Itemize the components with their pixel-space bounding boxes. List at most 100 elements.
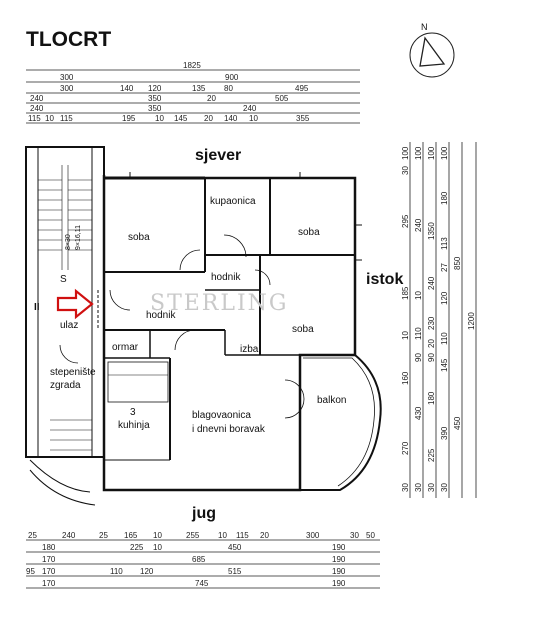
room-ulaz: ulaz: [60, 320, 78, 331]
dim-label: 80: [224, 84, 233, 93]
dim-label: 450: [228, 543, 242, 552]
dim-label: 120: [140, 567, 154, 576]
dim-label: 190: [332, 543, 346, 552]
dim-label: 95: [26, 567, 35, 576]
dim-label: 120: [148, 84, 162, 93]
dim-label: 140: [120, 84, 134, 93]
dim-label: 50: [366, 531, 375, 540]
room-hodnik-small: hodnik: [211, 272, 241, 283]
dim-label: 390: [440, 426, 449, 440]
room-kuhinja-number: 3: [130, 407, 136, 418]
room-soba-3: soba: [292, 324, 314, 335]
dim-label: 30: [440, 483, 449, 492]
dim-label: 10: [45, 114, 54, 123]
dim-label: 355: [296, 114, 310, 123]
dim-label: 255: [186, 531, 200, 540]
bottom-dimension-labels: 25 240 25 165 10 255 10 115 20 300 30 50…: [26, 531, 375, 588]
room-boravak-1: blagovaonica: [192, 410, 251, 421]
dim-label: 113: [440, 237, 449, 250]
dim-label: 10: [401, 331, 410, 340]
room-kuhinja: kuhinja: [118, 420, 150, 431]
dim-label: 1350: [427, 222, 436, 240]
dim-label: 30: [427, 483, 436, 492]
dim-label: 90: [427, 353, 436, 362]
dim-label: 505: [275, 94, 289, 103]
dim-label: 100: [427, 146, 436, 160]
dim-label: 10: [414, 291, 423, 300]
dim-label: 25: [28, 531, 37, 540]
dim-label: 240: [30, 94, 44, 103]
dim-label: 190: [332, 567, 346, 576]
dim-label: 110: [110, 567, 123, 576]
dim-label: 100: [414, 146, 423, 160]
room-soba-2: soba: [298, 227, 320, 238]
room-stepeniste: stepenište: [50, 367, 96, 378]
dim-label: 135: [192, 84, 206, 93]
dim-label: 350: [148, 94, 162, 103]
dim-label: 100: [440, 146, 449, 160]
dim-label: 20: [260, 531, 269, 540]
plan-title: TLOCRT: [26, 28, 111, 51]
direction-north: sjever: [195, 147, 241, 164]
dim-label: 10: [155, 114, 164, 123]
dim-label: 295: [401, 214, 410, 228]
dim-label: 30: [401, 483, 410, 492]
dim-label: 170: [42, 567, 56, 576]
dim-label: 25: [99, 531, 108, 540]
dim-label: 185: [401, 286, 410, 300]
dim-label: 20: [207, 94, 216, 103]
dim-label: 10: [153, 543, 162, 552]
right-dimensions: [409, 142, 477, 498]
dim-label: 240: [62, 531, 76, 540]
stair-dimension: 9×16,11: [75, 225, 82, 250]
staircase-block: [25, 146, 105, 506]
north-compass-icon: N: [409, 22, 455, 78]
dim-label: 195: [122, 114, 136, 123]
dim-label: 10: [153, 531, 162, 540]
dim-label: 30: [414, 483, 423, 492]
bottom-dimensions: [26, 539, 380, 589]
dim-label: 685: [192, 555, 206, 564]
dim-label: 170: [42, 555, 56, 564]
dim-label: 160: [401, 371, 410, 385]
dim-label: 300: [60, 73, 74, 82]
dim-label: 300: [306, 531, 320, 540]
dim-label: 180: [42, 543, 56, 552]
right-dimension-labels: 30 100 295 185 10 160 270 30 100 240 10 …: [401, 146, 476, 492]
direction-east: istok: [366, 271, 403, 288]
dim-label: 90: [414, 353, 423, 362]
apartment-walls: [59, 172, 362, 492]
room-kupaonica: kupaonica: [210, 196, 256, 207]
dim-label: 270: [401, 441, 410, 455]
room-soba-1: soba: [128, 232, 150, 243]
stair-direction-icon: II: [34, 302, 40, 313]
dim-label: 10: [249, 114, 258, 123]
room-labels: soba kupaonica soba hodnik soba hodnik o…: [50, 196, 346, 435]
dim-label: 30: [401, 166, 410, 175]
dim-label: 165: [124, 531, 138, 540]
dim-label: 145: [440, 358, 449, 372]
dim-label: 180: [427, 391, 436, 405]
dim-label: 300: [60, 84, 74, 93]
dim-label: 900: [225, 73, 239, 82]
stair-dimension: 8×30: [65, 234, 72, 250]
dim-label: 20: [204, 114, 213, 123]
compass-label: N: [421, 22, 428, 32]
room-balkon: balkon: [317, 395, 346, 406]
dim-label: 10: [218, 531, 227, 540]
dim-label: 180: [440, 191, 449, 205]
dim-label: 225: [427, 448, 436, 462]
dim-label: 115: [236, 531, 249, 540]
dim-label: 1825: [183, 61, 201, 70]
stair-s-label: S: [60, 274, 67, 285]
dim-label: 240: [30, 104, 44, 113]
dim-label: 140: [224, 114, 238, 123]
dim-label: 1200: [467, 312, 476, 330]
room-hodnik-main: hodnik: [146, 310, 176, 321]
top-dimension-labels: 1825 300 900 300 140 120 135 80 495 240 …: [28, 61, 310, 123]
dim-label: 515: [228, 567, 242, 576]
dim-label: 30: [350, 531, 359, 540]
dim-label: 120: [440, 291, 449, 305]
dim-label: 430: [414, 406, 423, 420]
